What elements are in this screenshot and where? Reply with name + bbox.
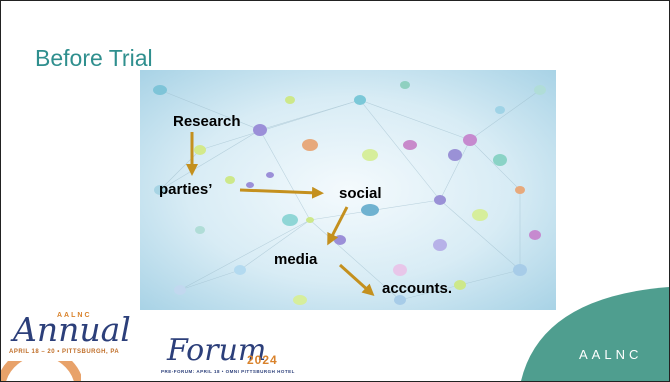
orange-circle-decoration [1,361,81,381]
flow-label-accounts: accounts. [382,280,453,297]
arrow-parties-to-social [239,186,324,199]
network-background-image [140,70,556,310]
flow-label-social: social [339,185,382,202]
logo-forum: Forum [167,333,267,368]
arrow-social-to-media [327,206,349,246]
logo-year: 2024 [247,353,278,367]
org-logo-text: AALNC [579,347,643,362]
arrow-media-to-accounts [338,263,375,297]
logo-annual: Annual [13,310,131,349]
logo-preforum: PRE-FORUM: APRIL 18 • OMNI PITTSBURGH HO… [161,369,295,374]
flow-label-media: media [274,251,318,268]
logo-tag: AALNC [57,312,92,319]
flow-label-research: Research [173,113,241,130]
teal-corner-decoration [521,287,669,381]
slide-title: Before Trial [35,45,153,71]
logo-dates: APRIL 18 – 20 • PITTSBURGH, PA [9,349,120,355]
flow-label-parties: parties’ [159,181,213,198]
